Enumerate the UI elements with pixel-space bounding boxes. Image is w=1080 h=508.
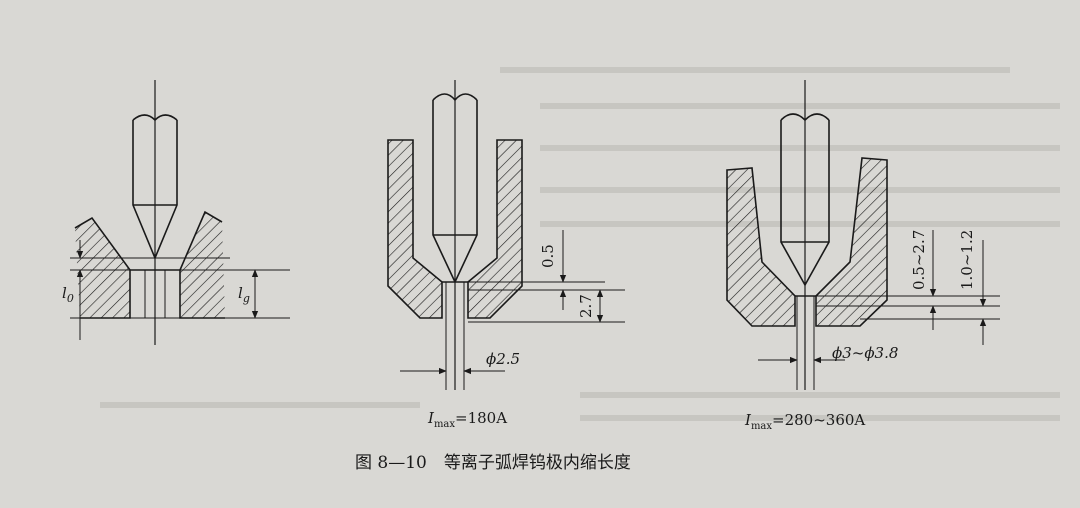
figure-middle [387,80,625,390]
nozzle-left [74,216,131,319]
dim-diameter-range: ϕ3~ϕ3.8 [832,344,898,362]
nozzle-right [815,157,888,327]
dim-0-5: 0.5 [539,244,557,268]
figure-caption: 图 8—10 等离子弧焊钨极内缩长度 [355,453,631,473]
figure-left [70,80,290,345]
dim-diameter: ϕ2.5 [486,350,520,368]
dim-2-7: 2.7 [577,294,595,318]
imax-label: Imax=180A [427,409,507,430]
imax-range-label: Imax=280~360A [744,411,865,432]
label-l0: l0 [62,284,74,305]
rod-break [132,114,178,122]
dim-1-0-1-2: 1.0~1.2 [958,230,976,290]
nozzle-right [179,210,225,319]
dim-0-5-2-7: 0.5~2.7 [910,230,928,290]
nozzle-left [726,167,796,327]
label-lg: lg [238,284,250,305]
electrode-rod [780,120,830,287]
background-print [100,67,1060,421]
nozzle-left [387,139,443,319]
nozzle-right [467,139,523,319]
figure-right [726,80,1000,390]
